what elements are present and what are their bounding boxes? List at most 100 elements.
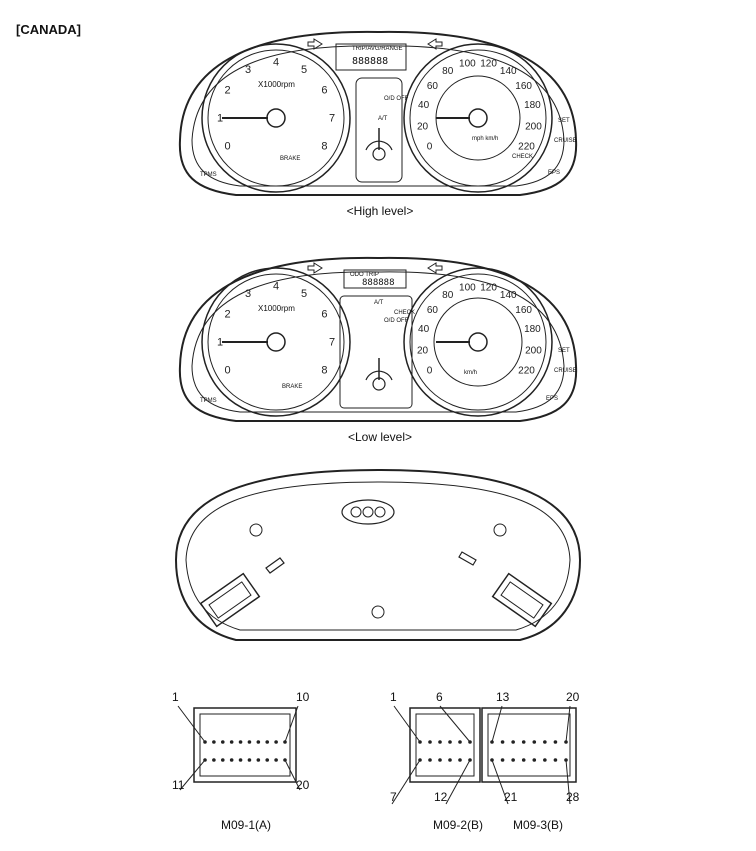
conn-a-pin-dot <box>274 740 278 744</box>
pin-label-b-tr: 6 <box>436 690 443 704</box>
label-cruise-low: CRUISE <box>554 368 577 374</box>
speed-high-tick-label: 180 <box>524 100 541 111</box>
connector-b-diagram <box>409 707 481 783</box>
lcd-label-low: ODO TRIP <box>350 272 379 278</box>
conn-c-pin-dot <box>532 740 537 744</box>
conn-a-pin-dot <box>247 740 252 744</box>
pin-label-c-tl: 13 <box>496 690 510 704</box>
tacho-high-tick-label: 5 <box>301 64 307 76</box>
speed-unit-high: mph km/h <box>472 136 499 142</box>
conn-a-pin-dot <box>229 758 234 762</box>
conn-c-pin-dot <box>543 740 547 744</box>
connector-c-diagram <box>481 707 577 783</box>
conn-c-pin-dot <box>511 758 515 762</box>
indicator-check-low: CHECK <box>394 310 416 316</box>
label-tpms-high: TPMS <box>200 172 217 178</box>
speed-low-tick-label: 120 <box>480 282 497 293</box>
pin-label-c-tr: 20 <box>566 690 580 704</box>
cluster-low <box>178 256 578 422</box>
tacho-low-tick-label: 2 <box>224 309 230 321</box>
conn-c-pin-dot <box>521 758 526 762</box>
tacho-high-tick-label: 6 <box>321 85 327 97</box>
conn-a-pin-dot <box>265 758 270 762</box>
conn-a-pin-dot <box>247 758 252 762</box>
tacho-high-tick-label: 3 <box>245 64 251 76</box>
speed-high-tick-label: 40 <box>418 100 430 111</box>
speed-low-tick-label: 100 <box>459 282 476 293</box>
label-set-high: SET <box>558 118 570 124</box>
pin-label-a-tl: 1 <box>172 690 179 704</box>
cluster-high <box>178 30 578 196</box>
leader-lines <box>177 705 571 805</box>
tacho-high-tick-label: 0 <box>224 141 230 153</box>
conn-c-pin-dot <box>500 758 505 762</box>
label-set-low: SET <box>558 348 570 354</box>
conn-b-pin-dot <box>448 758 452 762</box>
tacho-low-tick-label: 3 <box>245 288 251 300</box>
cluster-rear-view <box>174 468 582 641</box>
leader-line <box>391 759 421 805</box>
conn-b-pin-dot <box>438 740 442 744</box>
speed-high-tick-label: 160 <box>515 81 532 92</box>
conn-a-pin-dot <box>220 758 225 762</box>
indicator-brake-high: BRAKE <box>280 156 301 162</box>
connector-b-label: M09-2(B) <box>432 818 483 832</box>
speed-low-tick-label: 220 <box>518 365 535 376</box>
label-cruise-high: CRUISE <box>554 138 577 144</box>
conn-c-pin-dot <box>553 758 558 762</box>
speed-low-tick-label: 160 <box>515 305 532 316</box>
speed-high-tick-label: 120 <box>480 58 497 69</box>
conn-a-pin-dot <box>229 740 234 744</box>
lcd-label-high: TRIP/AVG/RANGE <box>352 46 403 52</box>
tacho-high-tick-label: 7 <box>329 113 335 125</box>
leader-line <box>565 759 571 805</box>
conn-a-pin-dot <box>212 740 216 744</box>
speed-high-tick-label: 80 <box>442 66 454 77</box>
tacho-low-tick-label: 7 <box>329 337 335 349</box>
leader-line <box>179 759 206 791</box>
indicator-brake-low: BRAKE <box>282 384 303 390</box>
speed-low-tick-label: 140 <box>500 290 517 301</box>
conn-a-pin-dot <box>265 740 270 744</box>
speed-high-tick-label: 140 <box>500 66 517 77</box>
tacho-low-tick-label: 8 <box>321 365 327 377</box>
conn-a-pin-dot <box>212 758 216 762</box>
conn-b-pin-dot <box>438 758 442 762</box>
label-eps-high: EPS <box>548 170 561 176</box>
speed-high-tick-label: 60 <box>427 81 439 92</box>
speed-low-tick-label: 200 <box>525 345 542 356</box>
connector-a-diagram <box>193 707 297 783</box>
leader-line <box>284 759 301 791</box>
speed-high-tick-label: 20 <box>417 121 429 132</box>
pin-label-b-tl: 1 <box>390 690 397 704</box>
tacho-unit-high: X1000rpm <box>258 80 295 89</box>
speed-high-tick-label: 0 <box>427 141 433 152</box>
leader-line <box>177 705 206 743</box>
speed-low-tick-label: 80 <box>442 290 454 301</box>
connector-c-label: M09-3(B) <box>512 818 563 832</box>
conn-b-pin-dot <box>448 740 452 744</box>
indicator-od-off-high: O/D OFF <box>384 96 409 102</box>
tacho-high-tick-label: 4 <box>273 57 279 69</box>
conn-c-pin-dot <box>532 758 537 762</box>
caption-high-level: <High level> <box>346 204 414 218</box>
leader-line <box>284 705 299 743</box>
speed-low-tick-label: 20 <box>417 345 429 356</box>
speed-unit-low: km/h <box>464 370 478 376</box>
conn-b-pin-dot <box>428 758 432 762</box>
connector-a-label: M09-1(A) <box>220 818 271 832</box>
speed-low-tick-label: 40 <box>418 324 430 335</box>
tacho-low-tick-label: 1 <box>217 337 223 349</box>
tacho-high-tick-label: 1 <box>217 113 223 125</box>
speed-high-tick-label: 220 <box>518 141 535 152</box>
conn-a-pin-dot <box>238 740 243 744</box>
pin-label-a-br: 20 <box>296 778 310 792</box>
speed-high-tick-label: 100 <box>459 58 476 69</box>
label-tpms-low: TPMS <box>200 398 217 404</box>
tacho-low-tick-label: 6 <box>321 309 327 321</box>
speed-low-tick-label: 60 <box>427 305 439 316</box>
leader-line <box>439 705 471 743</box>
speed-low-tick-label: 0 <box>427 365 433 376</box>
